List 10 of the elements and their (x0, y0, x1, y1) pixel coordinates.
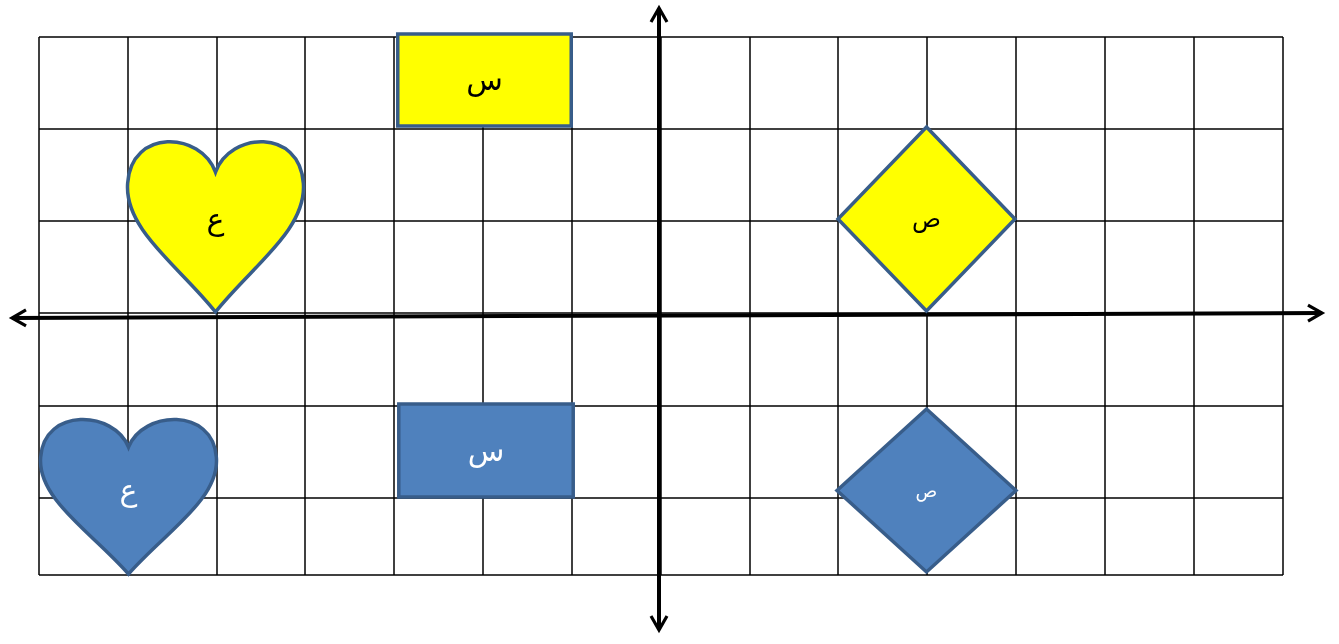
shape-label: س (466, 65, 503, 95)
rectangle-shape (396, 33, 573, 127)
diamond-shape (837, 409, 1016, 572)
shape-label: س (467, 435, 505, 466)
shape-label: ص (912, 207, 941, 231)
shape-label: ص (915, 481, 938, 500)
shape-label: ع (119, 475, 138, 506)
diamond-shape (838, 127, 1015, 311)
rectangle-shape (397, 403, 575, 498)
shape-label: ع (206, 205, 225, 235)
